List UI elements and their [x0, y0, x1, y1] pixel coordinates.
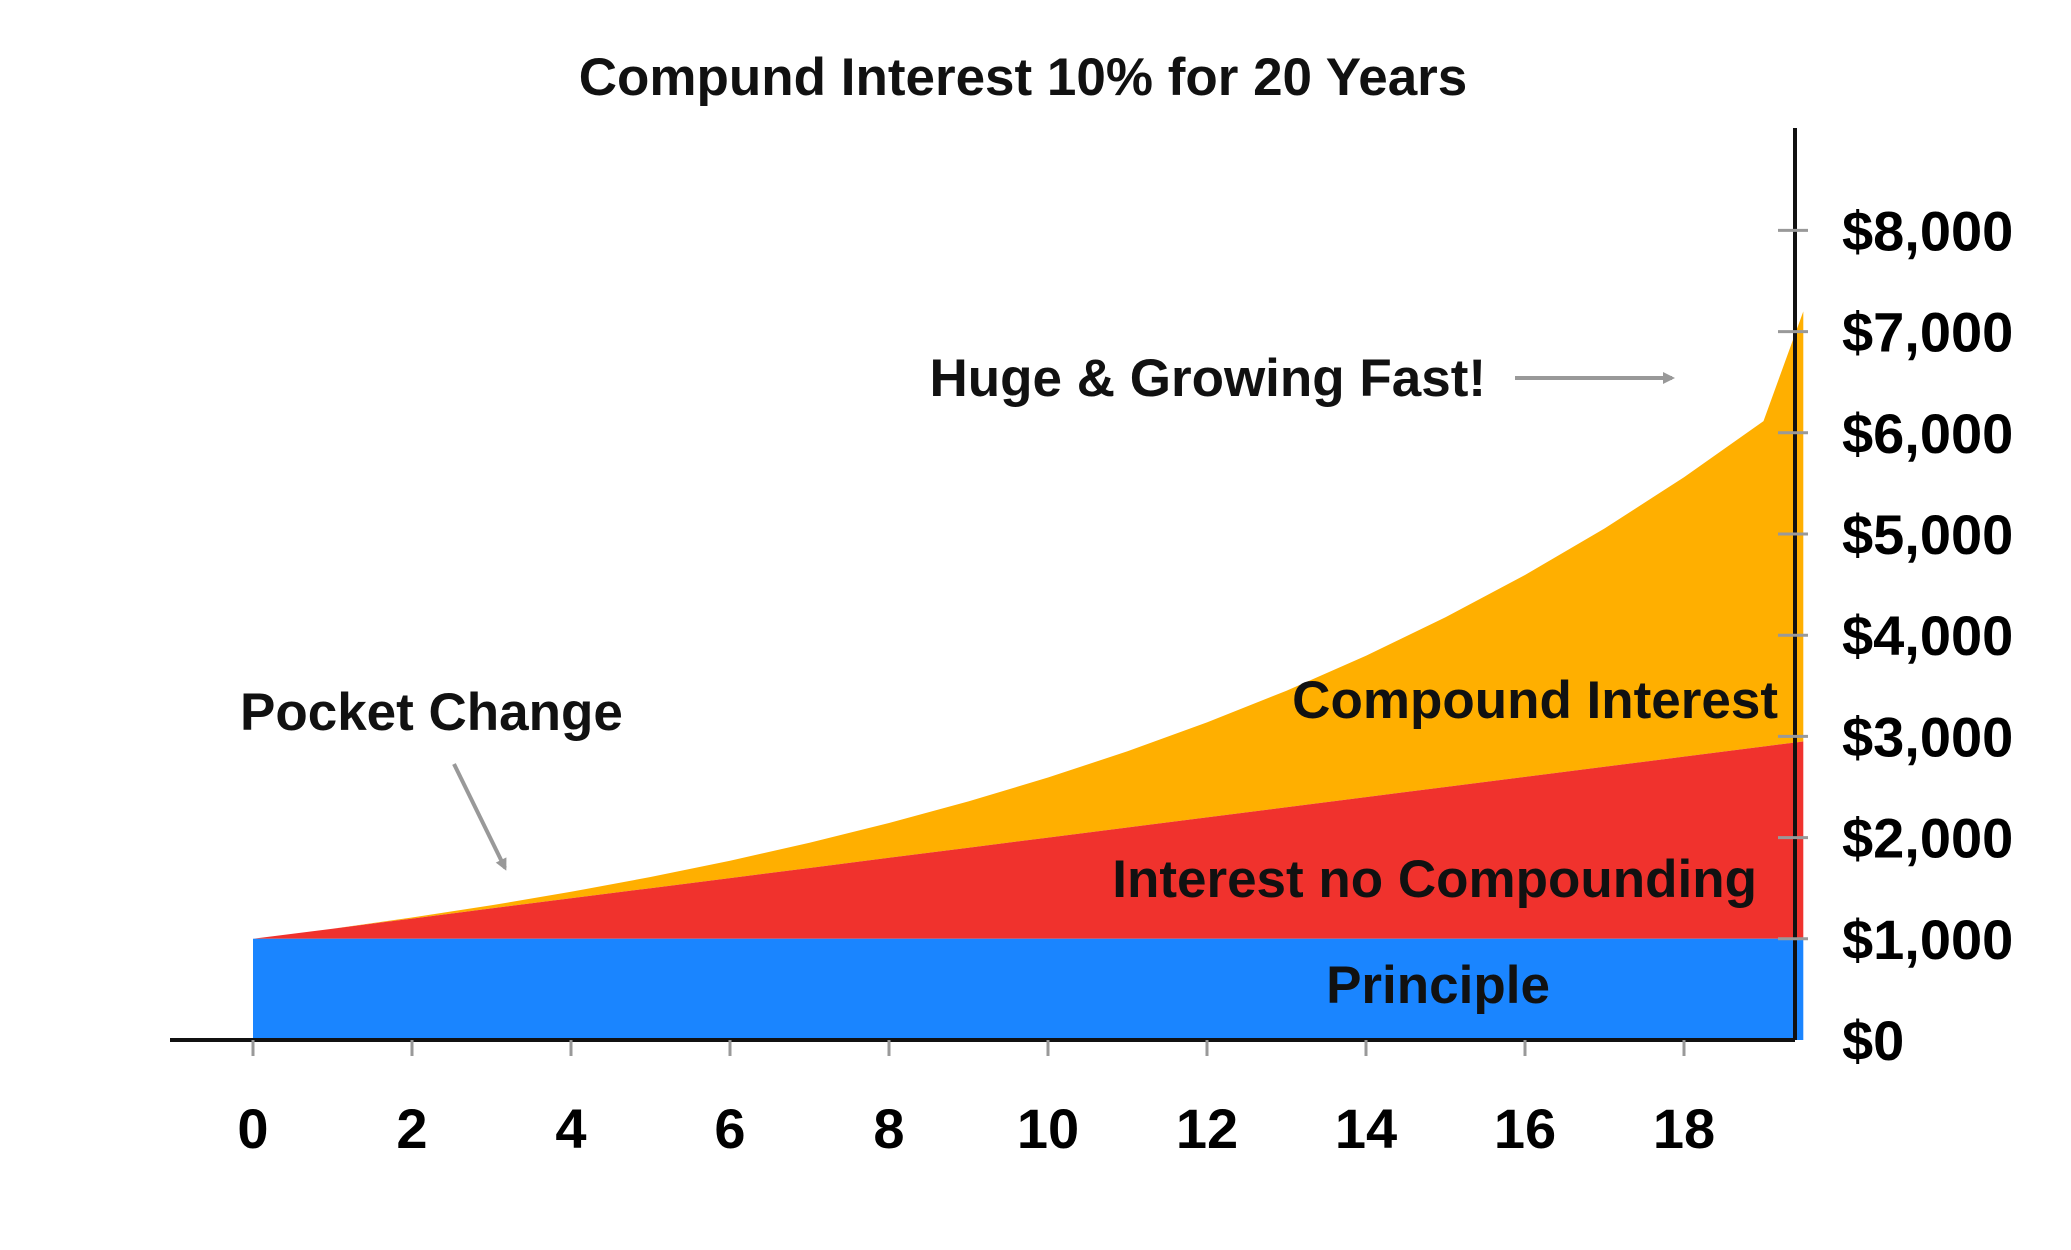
y-ticks: $0 $1,000 $2,000 $3,000 $4,000 $5,000 $6,000 $7… [1778, 199, 2013, 1072]
x-tick-label: 8 [873, 1097, 904, 1160]
annotation-pocket-change: Pocket Change [240, 683, 623, 742]
area-principle [253, 938, 1804, 1040]
x-tick-label: 6 [714, 1097, 745, 1160]
x-tick-label: 18 [1653, 1097, 1715, 1160]
y-tick-label: $1,000 [1842, 908, 2013, 971]
y-tick-label: $0 [1842, 1009, 1904, 1072]
annotation-huge-growing: Huge & Growing Fast! [930, 349, 1487, 408]
y-tick-label: $6,000 [1842, 402, 2013, 465]
series-label-principle: Principle [1326, 956, 1550, 1015]
area-compound-interest [253, 311, 1804, 939]
areas [253, 311, 1804, 1040]
chart-title: Compund Interest 10% for 20 Years [579, 48, 1468, 107]
area-interest-no-compounding [253, 741, 1804, 939]
series-label-interest-no-compounding: Interest no Compounding [1112, 850, 1757, 909]
annotations: Pocket Change Huge & Growing Fast! [240, 349, 1675, 871]
x-tick-label: 2 [396, 1097, 427, 1160]
x-tick-label: 16 [1494, 1097, 1556, 1160]
x-ticks: 0 2 4 6 8 10 12 14 16 18 [237, 1040, 1715, 1160]
y-tick-label: $3,000 [1842, 705, 2013, 768]
y-tick-label: $2,000 [1842, 807, 2013, 870]
y-tick-label: $8,000 [1842, 199, 2013, 262]
x-tick-label: 10 [1017, 1097, 1079, 1160]
x-tick-label: 0 [237, 1097, 268, 1160]
series-label-compound-interest: Compound Interest [1292, 671, 1778, 730]
area-labels: Compound Interest Interest no Compoundin… [1112, 671, 1778, 1015]
x-tick-label: 4 [555, 1097, 586, 1160]
annotation-pocket-change-arrow [452, 763, 507, 871]
y-tick-label: $5,000 [1842, 503, 2013, 566]
y-tick-label: $4,000 [1842, 604, 2013, 667]
x-tick-label: 14 [1335, 1097, 1397, 1160]
y-tick-label: $7,000 [1842, 301, 2013, 364]
x-tick-label: 12 [1176, 1097, 1238, 1160]
